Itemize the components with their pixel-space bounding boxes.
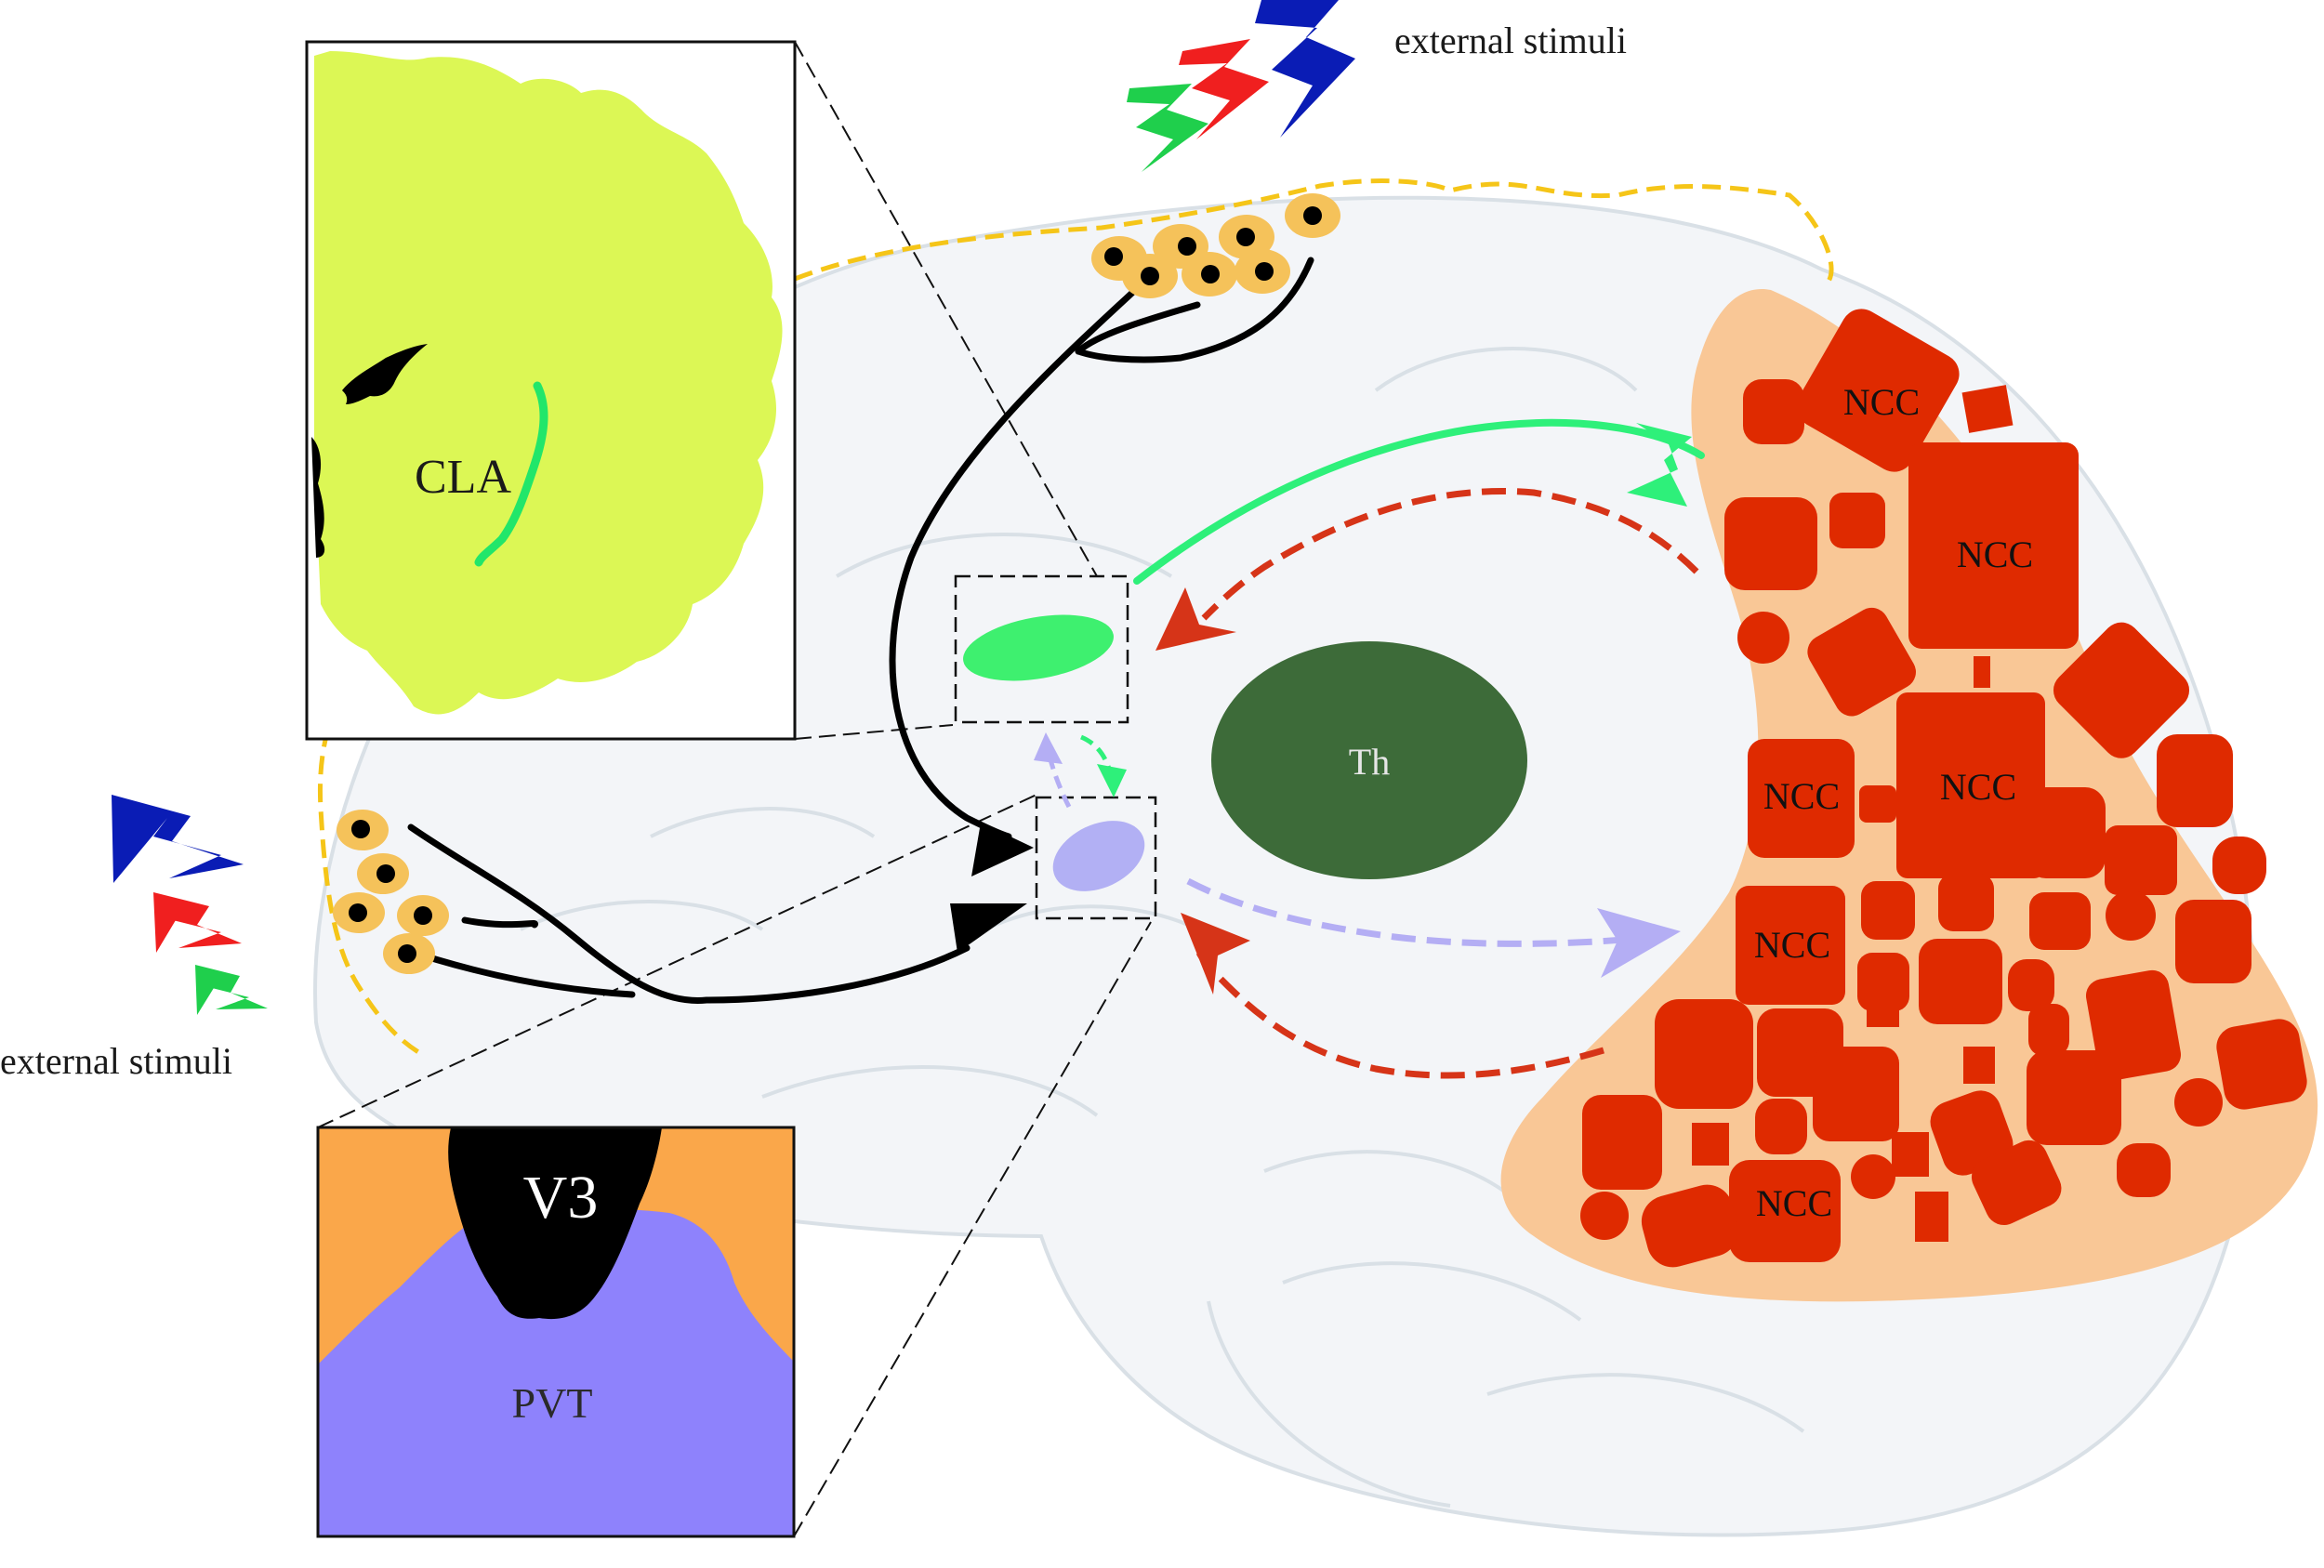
cla-inset: CLA — [305, 40, 797, 741]
arrowhead-cla-to-pvt-small — [1097, 764, 1127, 797]
pvt-tissue — [318, 1208, 794, 1536]
ncc-label-5: NCC — [1754, 924, 1830, 966]
arrowhead-cla-to-ncc — [1627, 423, 1692, 507]
cla-nucleus — [963, 614, 1114, 681]
pvt-focus-box — [1035, 796, 1157, 920]
neuron-cell-icon — [397, 895, 449, 936]
arrow-ncc-to-pvt — [1195, 951, 1604, 1079]
cla-marker-shape — [342, 344, 428, 404]
stimuli-top: external stimuli — [1127, 0, 1627, 172]
arrowhead-pvt-to-ncc — [1597, 908, 1681, 978]
lightning-bolt-icon — [112, 795, 244, 883]
arrowhead-to-pvt — [950, 903, 1027, 953]
neurons-left — [333, 810, 449, 974]
cla-focus-box — [954, 574, 1129, 724]
neuron-cell-icon — [1235, 249, 1290, 294]
arrow-pvt-to-cla-small — [1045, 747, 1072, 809]
stimuli-top-label: external stimuli — [1394, 20, 1627, 61]
zoom-guides — [317, 41, 1152, 1537]
lightning-bolt-icon — [1179, 39, 1269, 139]
cla-nucleus-outline — [474, 381, 548, 567]
cla-edge-shape — [311, 437, 325, 558]
th-label: Th — [1349, 741, 1390, 783]
neuron-cell-icon — [1122, 254, 1178, 298]
ncc-label-6: NCC — [1756, 1182, 1832, 1224]
pvt-inset: V3 PVT — [316, 1126, 796, 1538]
arrow-pvt-to-ncc — [1186, 877, 1637, 947]
thalamus — [1211, 641, 1527, 879]
ncc-label-1: NCC — [1843, 381, 1920, 423]
cortex-outline — [794, 178, 1834, 285]
ncc-label-2: NCC — [1957, 534, 2033, 575]
arrow-cla-to-ncc — [1133, 418, 1705, 585]
pvt-label: PVT — [512, 1379, 593, 1427]
ncc-blocks — [1580, 309, 2307, 1268]
neuron-cell-icon — [333, 892, 385, 933]
neuron-cell-icon — [383, 933, 435, 974]
lightning-bolt-icon — [195, 965, 268, 1015]
neuron-cell-icon — [1285, 193, 1340, 238]
ncc-label-3: NCC — [1763, 775, 1840, 817]
lightning-bolt-icon — [1127, 84, 1208, 172]
neuron-cell-icon — [337, 810, 389, 850]
cla-label: CLA — [415, 451, 511, 504]
neuron-cell-icon — [1219, 215, 1274, 259]
v3-label: V3 — [523, 1164, 599, 1232]
neurons-top — [1091, 193, 1340, 298]
ncc-label-4: NCC — [1940, 766, 2016, 808]
projection-arrowheads — [950, 823, 1034, 953]
v3-ventricle — [448, 1127, 662, 1320]
arrow-ncc-to-cla — [1201, 487, 1699, 621]
stimuli-left: external stimuli — [0, 795, 268, 1082]
neuron-cell-icon — [1182, 252, 1237, 296]
lightning-bolt-icon — [1255, 0, 1355, 138]
pvt-nucleus — [1052, 821, 1145, 891]
stimuli-left-label: external stimuli — [0, 1040, 232, 1082]
arrowhead-pvt-to-cla-small — [1034, 732, 1063, 764]
arrowhead-to-cla — [971, 823, 1034, 876]
cla-tissue — [314, 51, 783, 715]
lightning-bolt-icon — [153, 892, 242, 953]
arrowhead-ncc-to-pvt — [1181, 913, 1250, 995]
neuron-cell-icon — [357, 853, 409, 894]
arrowhead-ncc-to-cla — [1155, 587, 1236, 651]
